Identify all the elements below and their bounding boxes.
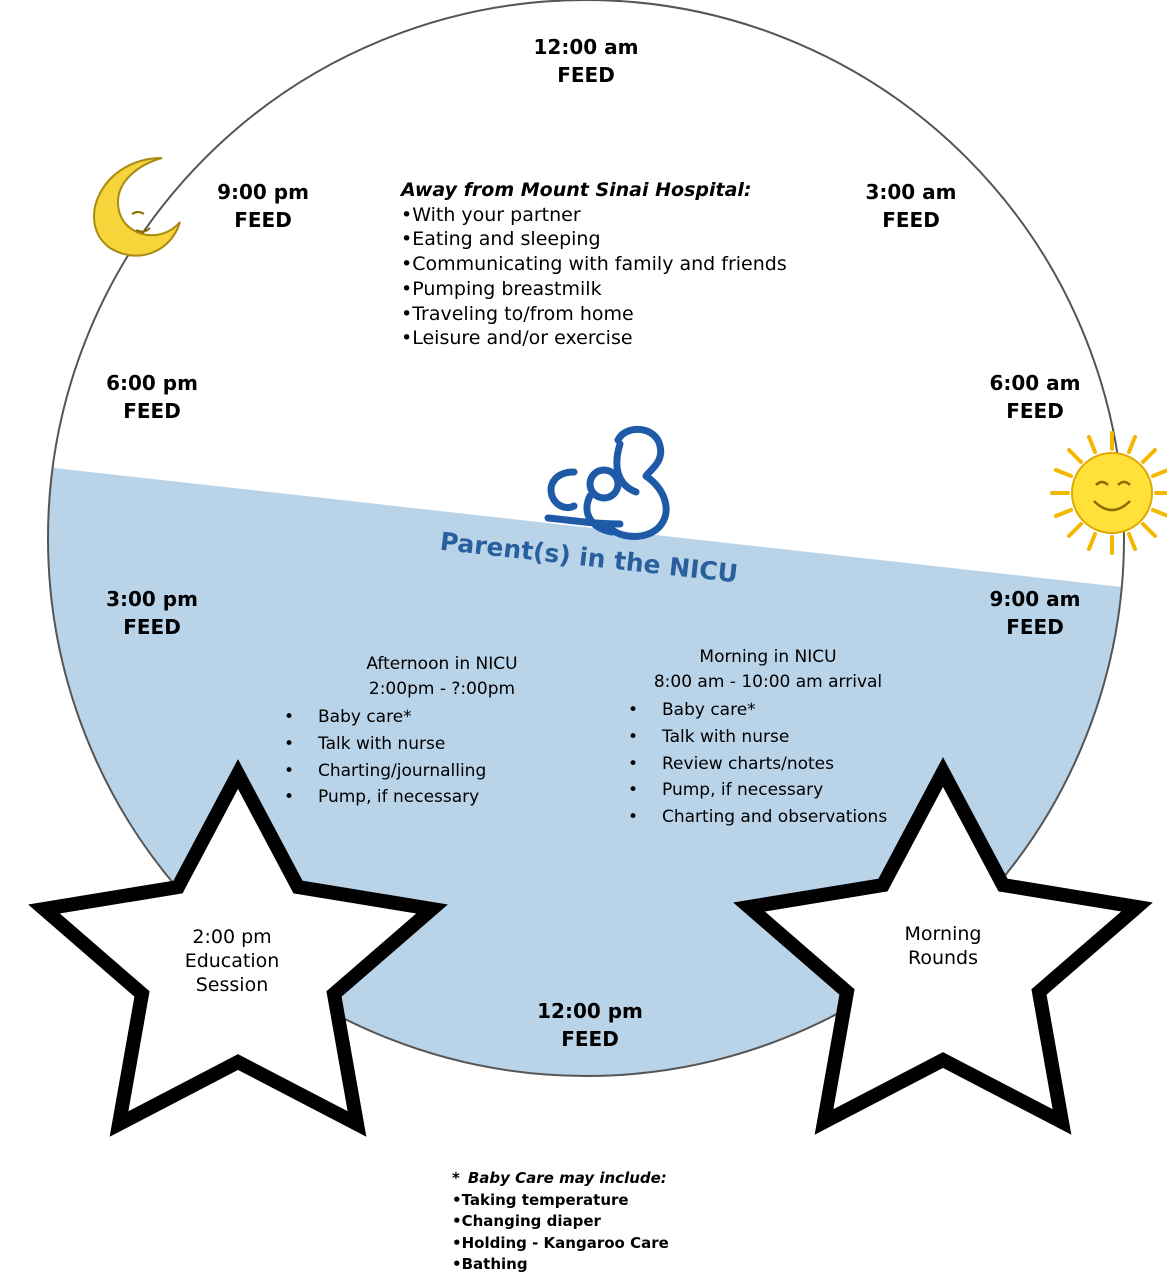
time-3am: 3:00 am FEED bbox=[836, 178, 986, 234]
education-time: 2:00 pm bbox=[192, 926, 272, 948]
time-9am-time: 9:00 am bbox=[989, 587, 1081, 611]
baby-care-footnote: *Baby Care may include: •Taking temperat… bbox=[452, 1168, 772, 1276]
afternoon-hours: 2:00pm - ?:00pm bbox=[368, 679, 516, 699]
time-12pm-label: FEED bbox=[561, 1027, 619, 1051]
rounds-line2: Rounds bbox=[907, 947, 979, 969]
afternoon-item: Charting/journalling bbox=[284, 758, 604, 785]
away-item: •Traveling to/from home bbox=[401, 302, 634, 325]
education-label: Education bbox=[184, 950, 280, 972]
time-6am: 6:00 am FEED bbox=[960, 369, 1110, 425]
afternoon-section: Afternoon in NICU 2:00pm - ?:00pm Baby c… bbox=[284, 652, 604, 811]
away-item: •Leisure and/or exercise bbox=[401, 327, 633, 350]
morning-section: Morning in NICU 8:00 am - 10:00 am arriv… bbox=[628, 645, 928, 831]
morning-item: Pump, if necessary bbox=[628, 777, 928, 804]
morning-item: Review charts/notes bbox=[628, 751, 928, 778]
time-3am-time: 3:00 am bbox=[865, 180, 957, 204]
time-6pm-time: 6:00 pm bbox=[106, 371, 198, 395]
time-6am-label: FEED bbox=[1006, 399, 1064, 423]
footnote-item: •Changing diaper bbox=[452, 1212, 601, 1230]
away-heading: Away from Mount Sinai Hospital: bbox=[401, 179, 752, 201]
time-3pm-label: FEED bbox=[123, 615, 181, 639]
footnote-heading: *Baby Care may include: bbox=[452, 1169, 667, 1187]
morning-item: Charting and observations bbox=[628, 804, 928, 831]
afternoon-title: Afternoon in NICU bbox=[366, 654, 518, 674]
rounds-line1: Morning bbox=[904, 923, 982, 945]
rounds-star-text: Morning Rounds bbox=[843, 922, 1043, 970]
time-9pm-label: FEED bbox=[234, 208, 292, 232]
mother-baby-logo-icon bbox=[544, 425, 670, 540]
morning-rounds-star bbox=[733, 757, 1153, 1135]
away-item: •Communicating with family and friends bbox=[401, 253, 787, 276]
away-item: •Pumping breastmilk bbox=[401, 277, 602, 300]
time-12am-label: FEED bbox=[557, 63, 615, 87]
time-9am: 9:00 am FEED bbox=[960, 585, 1110, 641]
education-session: Session bbox=[195, 974, 269, 996]
time-6pm-label: FEED bbox=[123, 399, 181, 423]
morning-item: Baby care* bbox=[628, 697, 928, 724]
time-3pm: 3:00 pm FEED bbox=[77, 585, 227, 641]
morning-list: Baby care* Talk with nurse Review charts… bbox=[628, 697, 928, 831]
time-9pm: 9:00 pm FEED bbox=[188, 178, 338, 234]
time-12am: 12:00 am FEED bbox=[511, 33, 661, 89]
footnote-item: •Bathing bbox=[452, 1255, 528, 1273]
away-item: •With your partner bbox=[401, 203, 581, 226]
footnote-item: •Taking temperature bbox=[452, 1190, 629, 1209]
time-6am-time: 6:00 am bbox=[989, 371, 1081, 395]
education-session-star bbox=[28, 759, 448, 1137]
time-3pm-time: 3:00 pm bbox=[106, 587, 198, 611]
morning-item: Talk with nurse bbox=[628, 724, 928, 751]
afternoon-item: Pump, if necessary bbox=[284, 784, 604, 811]
afternoon-item: Talk with nurse bbox=[284, 731, 604, 758]
time-12am-time: 12:00 am bbox=[533, 35, 639, 59]
sun-icon bbox=[1050, 431, 1167, 555]
morning-hours: 8:00 am - 10:00 am arrival bbox=[653, 672, 883, 692]
time-12pm-time: 12:00 pm bbox=[537, 999, 643, 1023]
footnote-item: •Holding - Kangaroo Care bbox=[452, 1233, 669, 1252]
morning-title: Morning in NICU bbox=[699, 647, 837, 667]
afternoon-item: Baby care* bbox=[284, 704, 604, 731]
afternoon-list: Baby care* Talk with nurse Charting/jour… bbox=[284, 704, 604, 811]
away-item: •Eating and sleeping bbox=[401, 228, 601, 251]
time-3am-label: FEED bbox=[882, 208, 940, 232]
time-6pm: 6:00 pm FEED bbox=[77, 369, 227, 425]
education-star-text: 2:00 pm Education Session bbox=[132, 925, 332, 997]
moon-icon bbox=[93, 157, 181, 257]
circle-outline bbox=[47, 0, 1125, 1077]
time-9pm-time: 9:00 pm bbox=[217, 180, 309, 204]
time-9am-label: FEED bbox=[1006, 615, 1064, 639]
away-list: •With your partner •Eating and sleeping … bbox=[401, 203, 831, 351]
away-section: Away from Mount Sinai Hospital: •With yo… bbox=[401, 178, 831, 351]
time-12pm: 12:00 pm FEED bbox=[515, 997, 665, 1053]
